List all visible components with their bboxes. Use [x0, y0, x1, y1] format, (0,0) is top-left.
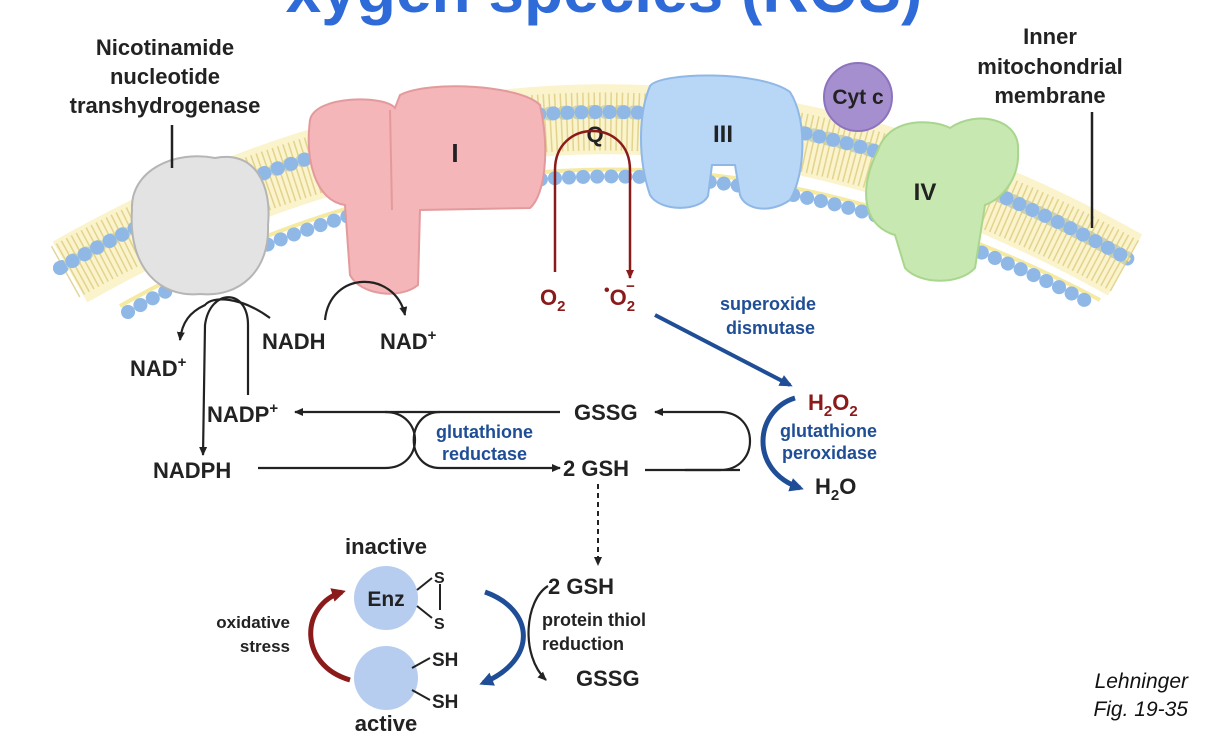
oxidative-stress-arrow: [308, 588, 351, 683]
gsh-to-gssg-arrow: [645, 408, 752, 472]
complex-iii: [640, 74, 804, 210]
membrane-label-2: mitochondrial: [977, 54, 1122, 79]
sod-label-1: superoxide: [720, 294, 816, 314]
gssg-low-label: GSSG: [576, 666, 640, 691]
h2o-label: H2O: [815, 474, 856, 504]
quinone-label: Q: [586, 122, 603, 147]
nadh-to-nad-left-arrow: [176, 298, 271, 341]
complex-iv: [865, 117, 1020, 282]
gsh-to-gssg-low-arrow: [527, 585, 549, 681]
gpx-label-1: glutathione: [780, 421, 877, 441]
complex-i: [307, 85, 547, 295]
ptr-label-1: protein thiol: [542, 610, 646, 630]
nad-plus-right-label: NAD+: [380, 327, 437, 354]
inactive-label: inactive: [345, 534, 427, 559]
credit-line-2: Fig. 19-35: [1093, 698, 1188, 721]
h2o2-to-h2o-arrow: [760, 395, 804, 492]
s-top-label: S: [434, 570, 445, 587]
ox-stress-label-2: stress: [240, 637, 290, 656]
ptr-label-2: reduction: [542, 634, 624, 654]
nadph-label: NADPH: [153, 458, 231, 483]
ox-stress-label-1: oxidative: [216, 613, 290, 632]
gssg-top-label: GSSG: [574, 400, 638, 425]
nad-plus-left-label: NAD+: [130, 354, 187, 381]
enz-label: Enz: [367, 588, 404, 611]
transhydrogenase-protein: [130, 155, 270, 296]
s-bottom-label: S: [434, 616, 445, 633]
gr-label-1: glutathione: [436, 422, 533, 442]
o2-to-superoxide-arrow: [553, 129, 634, 279]
cyt-c-label: Cyt c: [832, 86, 884, 109]
sh-bottom-label: SH: [432, 692, 458, 713]
enzyme-active: [354, 646, 418, 710]
gsh-mid-label: 2 GSH: [563, 456, 629, 481]
gpx-label-2: peroxidase: [782, 443, 877, 463]
transhydrogenase-label-2: nucleotide: [110, 64, 220, 89]
gr-label-2: reductase: [442, 444, 527, 464]
transhydrogenase-label-3: transhydrogenase: [70, 93, 261, 118]
nadp-to-nadph-arrow: [199, 296, 250, 456]
sod-arrow: [654, 313, 793, 387]
nadh-label: NADH: [262, 329, 326, 354]
complex-i-nadh-arrow: [323, 280, 408, 321]
enzyme-inactive: [354, 566, 418, 630]
complex-i-label: I: [451, 138, 458, 168]
title-fragment: xygen species (ROS): [286, 0, 923, 26]
complex-iv-label: IV: [914, 179, 937, 206]
h2o2-label: H2O2: [808, 390, 858, 420]
gsh-low-label: 2 GSH: [548, 574, 614, 599]
transhydrogenase-label-1: Nicotinamide: [96, 35, 234, 60]
membrane-label-1: Inner: [1023, 24, 1077, 49]
nadp-plus-label: NADP+: [207, 400, 278, 427]
sh-top-label: SH: [432, 650, 458, 671]
cyt-c: [823, 62, 893, 132]
o2-label: O2: [540, 285, 565, 315]
membrane-label-3: membrane: [994, 83, 1105, 108]
complex-iii-label: III: [713, 121, 733, 148]
credit-line-1: Lehninger: [1095, 670, 1189, 693]
sod-label-2: dismutase: [726, 318, 815, 338]
superoxide-label: •O2−: [604, 278, 635, 315]
active-label: active: [355, 711, 417, 736]
reduction-arrow: [479, 589, 526, 686]
